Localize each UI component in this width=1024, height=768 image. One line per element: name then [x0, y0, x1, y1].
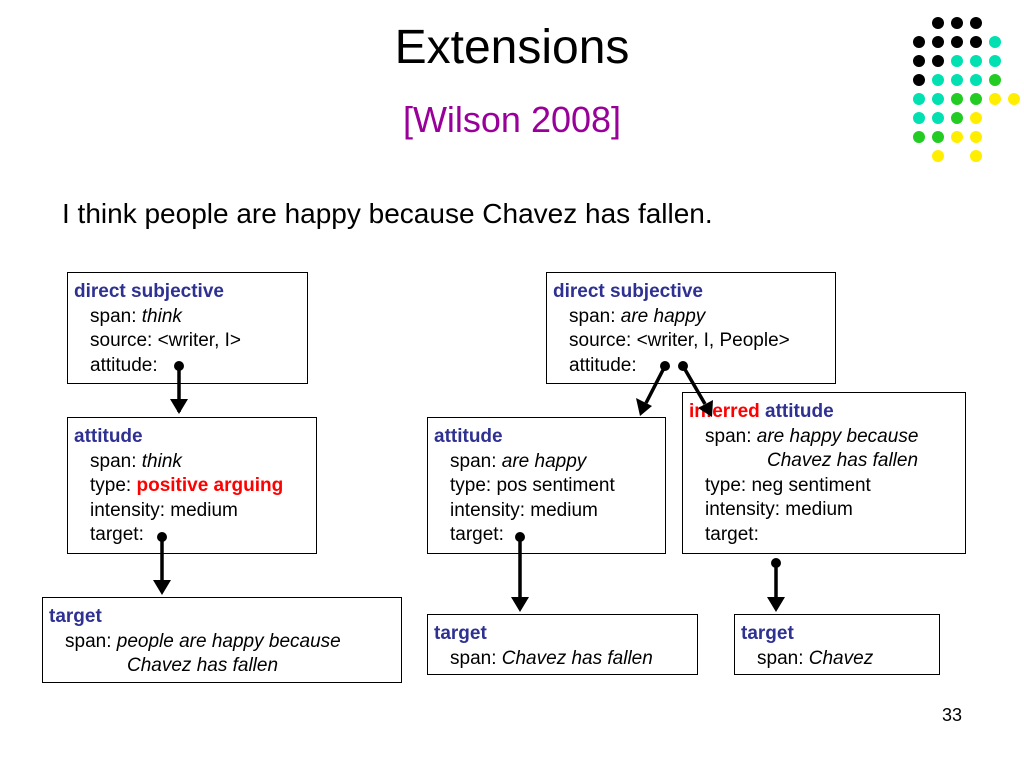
- target-row: target:: [450, 524, 504, 545]
- span-row-continued: Chavez has fallen: [127, 655, 279, 676]
- source-row: source: <writer, I, People>: [569, 330, 790, 351]
- source-row: source: <writer, I>: [90, 330, 242, 351]
- box-header: direct subjective: [74, 281, 224, 302]
- attitude-row: attitude:: [569, 354, 637, 376]
- direct-subjective-box-1: direct subjective span: think source: <w…: [67, 272, 308, 384]
- attitude-row: attitude:: [90, 354, 158, 376]
- box-header: target: [49, 606, 102, 627]
- box-header: target: [434, 623, 487, 644]
- intensity-row: intensity: medium: [705, 499, 853, 520]
- arrow-inferred-to-target3: [767, 558, 785, 612]
- page-number: 33: [941, 705, 962, 725]
- span-row: span: are happy because: [705, 425, 919, 447]
- span-row: span: Chavez: [757, 647, 874, 669]
- attitude-box-2: attitude span: are happy type: pos senti…: [427, 417, 666, 554]
- span-row-continued: Chavez has fallen: [767, 450, 919, 471]
- example-sentence: I think people are happy because Chavez …: [62, 198, 713, 229]
- span-row: span: are happy: [450, 450, 587, 472]
- slide-subtitle: [Wilson 2008]: [402, 99, 622, 140]
- span-row: span: Chavez has fallen: [450, 647, 653, 669]
- box-header: attitude: [434, 426, 503, 447]
- attitude-box-1: attitude span: think type: positive argu…: [67, 417, 317, 554]
- intensity-row: intensity: medium: [90, 499, 238, 521]
- target-row: target:: [90, 524, 144, 545]
- decorative-dot: [932, 150, 944, 162]
- span-row: span: people are happy because: [65, 630, 341, 652]
- intensity-row: intensity: medium: [450, 499, 598, 521]
- target-box-3: target span: Chavez: [734, 614, 940, 675]
- type-row: type: positive arguing: [90, 475, 284, 496]
- box-header: inferred attitude: [689, 401, 834, 422]
- span-row: span: think: [90, 450, 182, 472]
- direct-subjective-box-2: direct subjective span: are happy source…: [546, 272, 836, 384]
- type-row: type: pos sentiment: [450, 475, 615, 496]
- box-header: direct subjective: [553, 281, 703, 302]
- span-row: span: think: [90, 305, 182, 327]
- target-box-1: target span: people are happy because Ch…: [42, 597, 402, 683]
- box-header: attitude: [74, 426, 143, 447]
- inferred-attitude-box: inferred attitude span: are happy becaus…: [682, 392, 966, 554]
- target-box-2: target span: Chavez has fallen: [427, 614, 698, 675]
- target-row: target:: [705, 523, 759, 545]
- span-row: span: are happy: [569, 305, 706, 327]
- decorative-dot: [970, 150, 982, 162]
- box-header: target: [741, 623, 794, 644]
- slide-title: Extensions: [394, 21, 630, 74]
- type-row: type: neg sentiment: [705, 474, 871, 496]
